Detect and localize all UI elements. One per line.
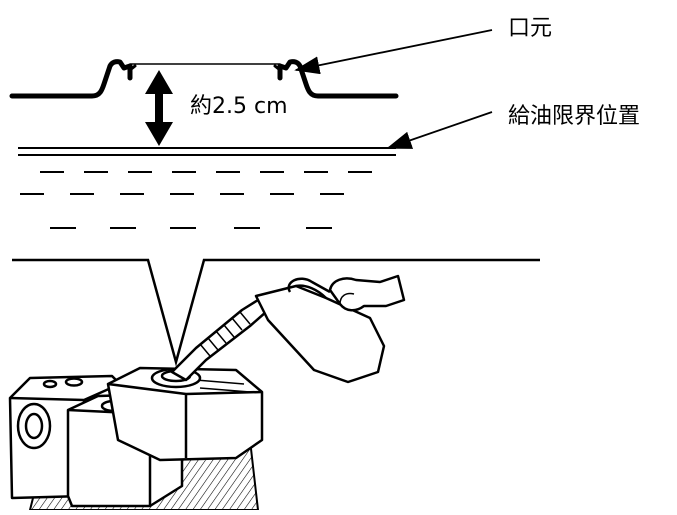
filler-neck-profile: [9, 59, 399, 99]
fuel-dash-lines: [20, 171, 372, 229]
fill-limit-label: 給油限界位置: [508, 104, 641, 129]
filler-mouth-label: 口元: [508, 16, 553, 41]
zoom-callout: [12, 258, 540, 367]
engine-illustration: [8, 366, 264, 511]
limit-callout-arrow: [386, 111, 493, 149]
fuel-can-illustration: [170, 274, 406, 384]
mouth-callout-arrow: [294, 29, 493, 75]
callout-arrows: [294, 29, 493, 149]
fuel-surface: [18, 147, 396, 156]
depth-label: 約2.5 cm: [190, 94, 288, 119]
depth-double-arrow: [145, 70, 173, 146]
